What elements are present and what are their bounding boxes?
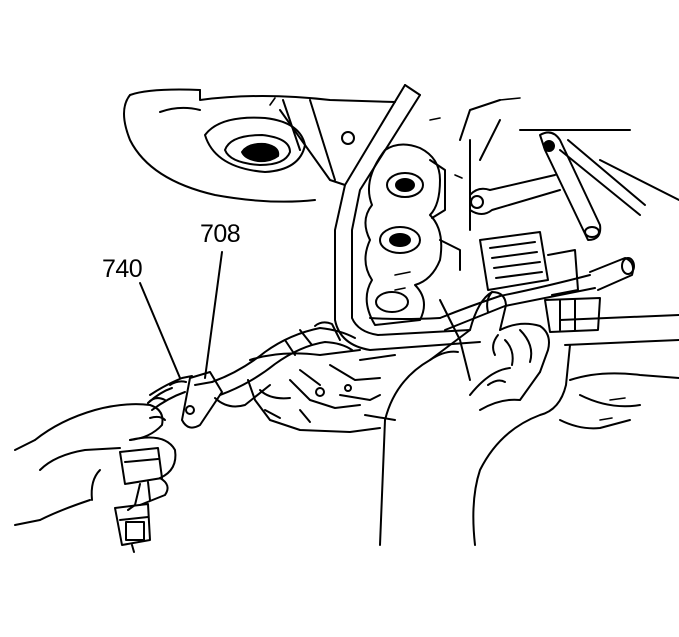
leader-708 — [204, 251, 223, 379]
shading-marks — [269, 97, 626, 421]
case-right — [439, 129, 679, 430]
leader-740 — [139, 282, 181, 379]
plug-connector — [114, 447, 163, 553]
harness-wire — [211, 321, 356, 408]
connector-708 — [181, 371, 223, 429]
solenoid-block — [479, 231, 601, 333]
callout-708: 708 — [200, 220, 241, 248]
transmission-housing — [123, 88, 396, 203]
left-hand — [14, 397, 177, 526]
support-bracket — [279, 84, 481, 351]
callout-740: 740 — [102, 255, 143, 283]
lower-case — [247, 349, 396, 433]
shift-linkage — [459, 99, 646, 241]
leader-lines — [139, 251, 223, 379]
valve-body — [364, 143, 461, 326]
right-hand — [379, 291, 571, 546]
